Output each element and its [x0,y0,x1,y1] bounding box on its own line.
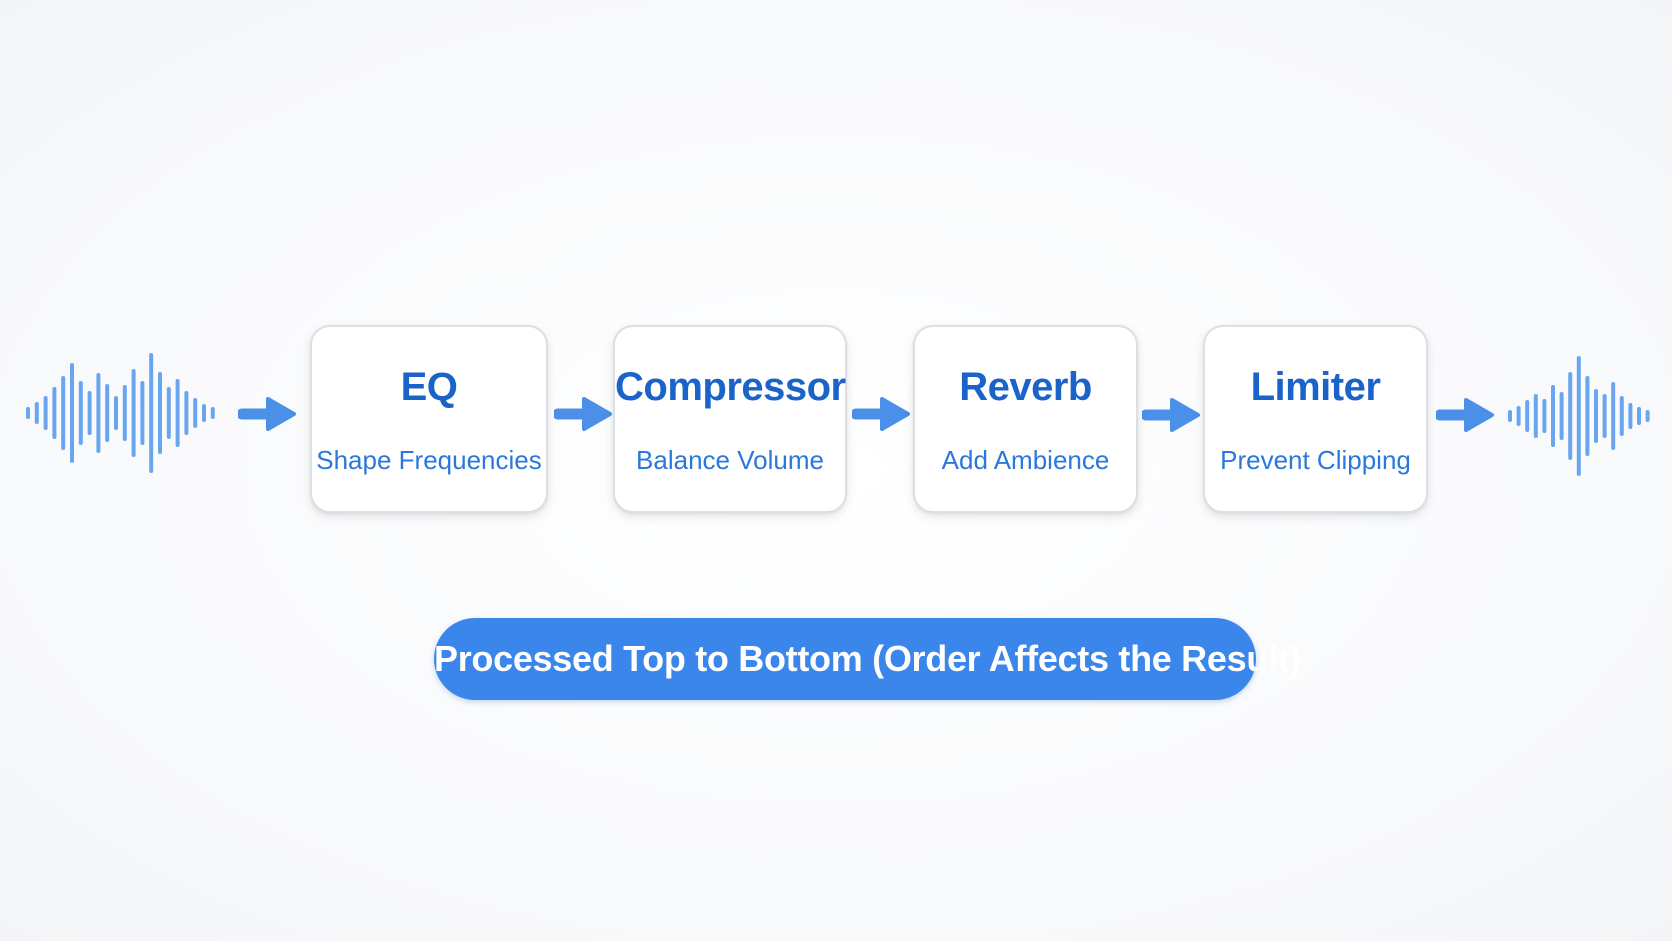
stage-title: Compressor [615,365,846,409]
stage-reverb: Reverb Add Ambience [913,325,1138,513]
processing-order-note: Processed Top to Bottom (Order Affects t… [434,618,1301,700]
arrow-right-icon [238,397,296,431]
stage-title: EQ [400,365,458,409]
arrow-right-icon [554,397,612,431]
stage-subtitle: Balance Volume [636,445,824,475]
stage-subtitle: Shape Frequencies [316,445,542,475]
stage-compressor: Compressor Balance Volume [613,325,847,513]
arrow-right-icon [1142,398,1200,432]
input-waveform-icon [26,353,215,473]
stage-subtitle: Add Ambience [941,445,1110,475]
output-waveform-icon [1508,356,1650,476]
stage-eq: EQ Shape Frequencies [310,325,548,513]
stage-title: Reverb [959,365,1092,409]
stage-limiter: Limiter Prevent Clipping [1203,325,1428,513]
stage-subtitle: Prevent Clipping [1220,445,1411,475]
arrow-right-icon [1436,398,1494,432]
stage-title: Limiter [1250,365,1381,409]
arrow-right-icon [852,397,910,431]
